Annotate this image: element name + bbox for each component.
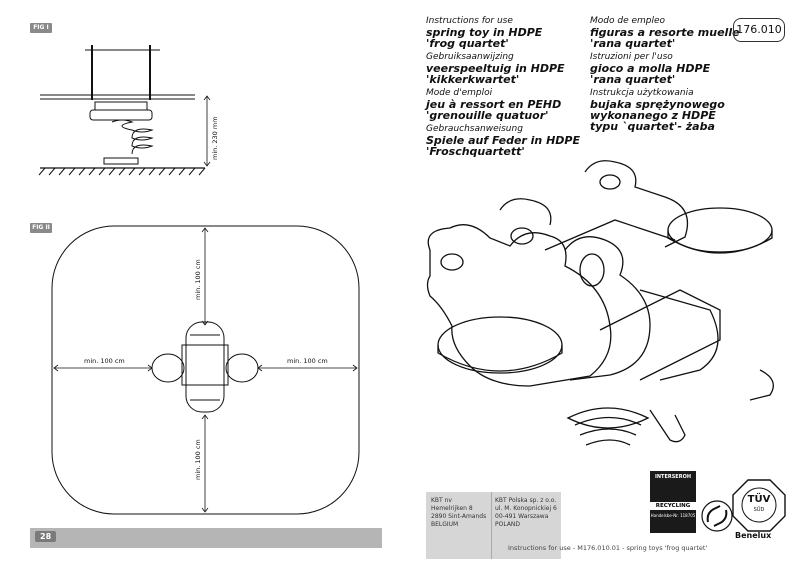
fig1-tag: FIG I xyxy=(30,23,52,33)
fig1-elevation-drawing xyxy=(38,45,211,176)
product-code: 176.010 xyxy=(733,18,785,42)
page-number-bar: 28 xyxy=(30,528,382,548)
fig2-right-label: min. 100 cm xyxy=(287,357,328,365)
fig2-left-label: min. 100 cm xyxy=(84,357,125,365)
instruction-block-pl: Instrukcja użytkowania bujaka sprężynowe… xyxy=(590,88,725,133)
address-kbt-polska: KBT Polska sp. z o.o. ul. M. Konopnickie… xyxy=(491,492,561,559)
instruction-block-it: Istruzioni per l'uso gioco a molla HDPE … xyxy=(590,52,711,86)
fig1-height-label: min. 230 mm xyxy=(211,116,219,160)
tuv-logo-drawing xyxy=(732,479,786,532)
frog-quartet-drawing xyxy=(426,160,774,446)
fig2-tag: FIG II xyxy=(30,223,52,233)
instruction-block-es: Modo de empleo figuras a resorte muelle … xyxy=(590,16,740,50)
interseroh-recycling-logo: INTERSEROH RECYCLING Handelsbe-Nr. 11870… xyxy=(650,471,696,533)
instruction-block-nl: Gebruiksaanwijzing veerspeeltuig in HDPE… xyxy=(426,52,565,86)
recycle-symbol-drawing xyxy=(701,500,733,532)
address-kbt-nv: KBT nv Hemelrijken 8 2890 Sint-Amands BE… xyxy=(426,492,493,559)
page-number: 28 xyxy=(35,531,57,542)
instruction-block-en: Instructions for use spring toy in HDPE … xyxy=(426,16,543,50)
instructions-right-column: Modo de empleo figuras a resorte muelle … xyxy=(590,16,740,132)
tuv-mark: TÜV xyxy=(747,494,771,505)
tuv-region-label: Benelux xyxy=(735,531,772,540)
fig2-plan-drawing xyxy=(51,225,360,515)
instruction-block-de: Gebrauchsanweisung Spiele auf Feder in H… xyxy=(426,124,581,158)
footer-text: Instructions for use - M176.010.01 - spr… xyxy=(508,544,708,552)
fig2-bottom-label: min. 100 cm xyxy=(194,439,202,480)
tuv-sub: SÜD xyxy=(753,507,765,513)
instructions-left-column: Instructions for use spring toy in HDPE … xyxy=(426,16,580,157)
instruction-block-fr: Mode d'emploi jeu à ressort en PEHD 'gre… xyxy=(426,88,562,122)
fig2-top-label: min. 100 cm xyxy=(194,259,202,300)
